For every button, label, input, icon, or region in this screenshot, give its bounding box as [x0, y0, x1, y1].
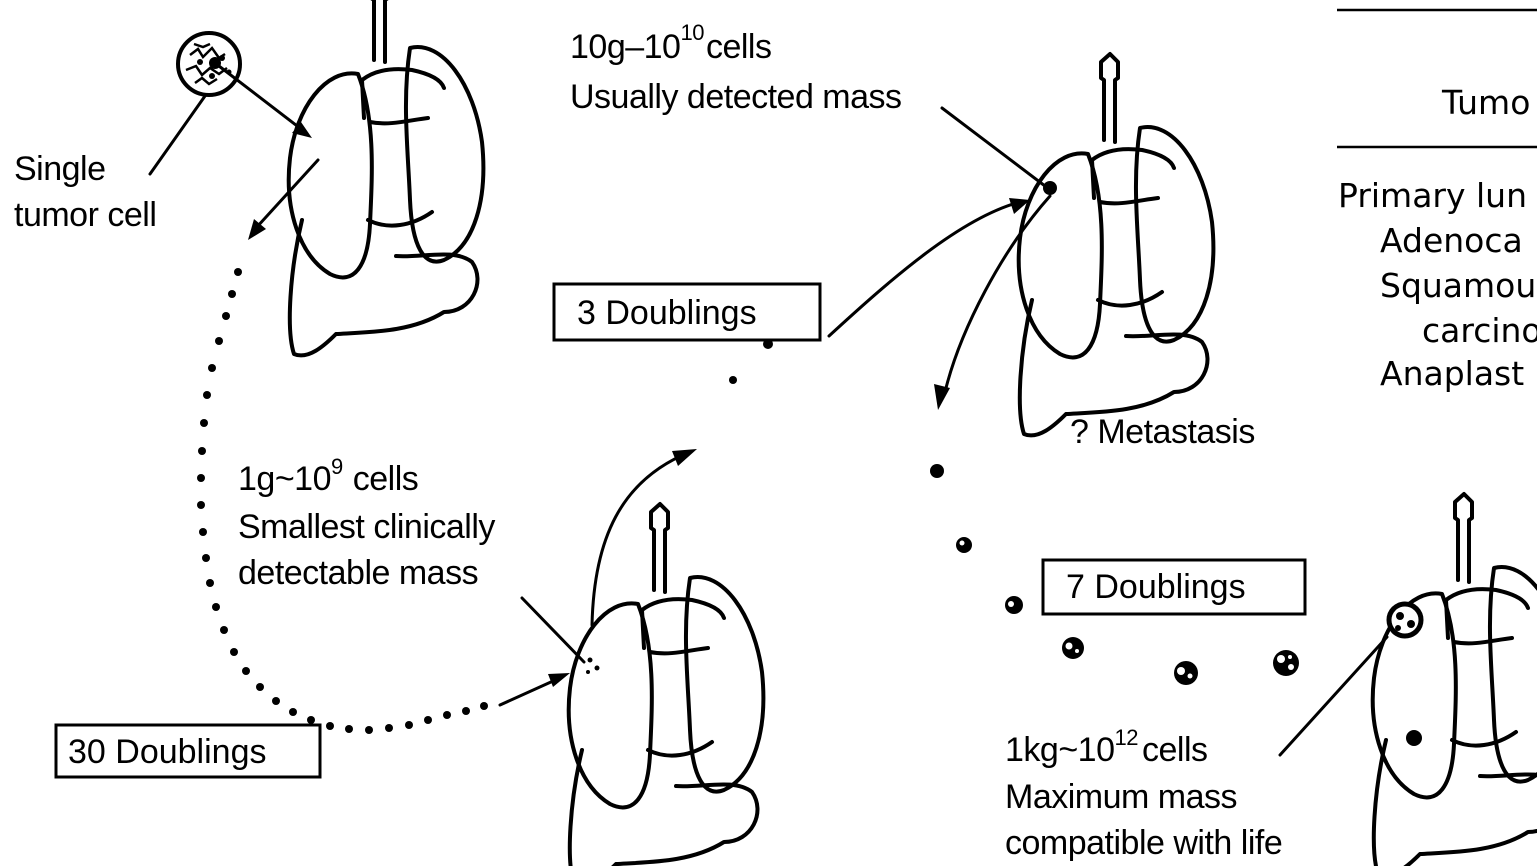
arrow-icon [672, 449, 697, 466]
arrow-icon [548, 673, 570, 687]
tumor-cell-icon [178, 33, 240, 95]
table-row-4: Anaplast [1380, 354, 1524, 393]
large-tumor-icon [1389, 604, 1421, 636]
metastasis-label: ? Metastasis [1070, 413, 1255, 451]
tumor-mass [1043, 181, 1057, 195]
usually-detected-label: Usually detected mass [570, 78, 902, 116]
arrow-icon [934, 384, 950, 410]
table-row-1: Adenoca [1380, 221, 1523, 260]
lung-heart-anatomy-icon [569, 504, 764, 866]
single-cell-label-line2: tumor cell [14, 196, 156, 234]
table-header: Tumo [1441, 83, 1530, 122]
seven-doublings-label: 7 Doublings [1066, 568, 1246, 606]
single-cell-label-line1: Single [14, 150, 106, 188]
three-doublings-label: 3 Doublings [577, 294, 757, 332]
secondary-tumor [1406, 730, 1422, 746]
ten-g-label: 10g–1010cells [570, 20, 771, 66]
lung-heart-anatomy-icon [1019, 54, 1214, 435]
lung-heart-anatomy-icon [1373, 494, 1537, 866]
table-row-2: Squamou [1380, 266, 1536, 305]
thirty-doublings-path [197, 268, 488, 734]
table-row-3: carcino [1422, 311, 1537, 350]
table-row-0: Primary lun [1338, 176, 1527, 215]
thirty-doublings-label: 30 Doublings [68, 733, 266, 771]
lung-heart-anatomy-icon [289, 0, 484, 355]
table-fragment: Tumo Primary lun Adenoca Squamou carcino… [1337, 10, 1537, 393]
smallest-label-line2: detectable mass [238, 554, 478, 592]
stage-usually-detected: 10g–1010cells Usually detected mass ? Me… [570, 20, 1255, 451]
maximum-label-line2: compatible with life [1005, 824, 1282, 862]
stage-single-cell: Single tumor cell [14, 0, 483, 355]
maximum-label-line1: Maximum mass [1005, 778, 1237, 816]
smallest-label-line1: Smallest clinically [238, 508, 495, 546]
